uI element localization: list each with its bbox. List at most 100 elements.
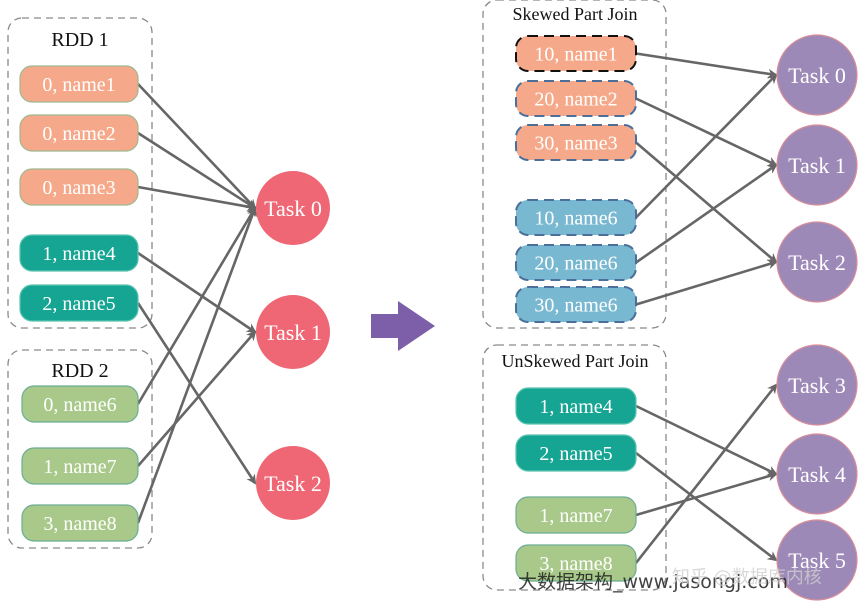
record-pill-shape (21, 447, 139, 485)
record-label: 10, name6 (534, 208, 617, 230)
edge-arrow (136, 302, 257, 485)
unskewed-group-box (482, 344, 667, 591)
edge-arrow (137, 131, 257, 210)
record-pill-shape (515, 387, 637, 425)
record-pill: 0, name3 (19, 168, 139, 206)
record-pill-shape (21, 504, 139, 542)
task-circle (256, 446, 330, 520)
record-pill: 1, name7 (21, 447, 139, 485)
record-pill-shape (515, 286, 637, 323)
task-node: Task 0 (256, 171, 330, 245)
record-label: 30, name6 (534, 295, 617, 317)
record-label: 0, name3 (42, 177, 115, 199)
edge-arrow (634, 383, 778, 564)
rdd1-group-box (7, 17, 153, 329)
record-pill: 10, name6 (515, 199, 637, 236)
edge-arrow (635, 97, 778, 167)
record-label: 1, name7 (539, 505, 612, 527)
task-node: Task 1 (776, 124, 858, 206)
task-label: Task 5 (788, 548, 846, 573)
task-label: Task 1 (788, 153, 846, 178)
task-circle (256, 295, 330, 369)
record-pill: 10, name1 (515, 35, 637, 72)
task-label: Task 4 (788, 462, 846, 487)
task-label: Task 0 (788, 63, 846, 88)
edge-arrow (635, 73, 778, 219)
edges-layer (136, 52, 778, 564)
record-label: 3, name8 (539, 553, 612, 575)
edge-arrow (635, 471, 778, 517)
edge-arrow (137, 83, 257, 210)
record-pill-shape (19, 65, 139, 103)
task-circle (776, 34, 858, 116)
right-arrow-icon (371, 301, 435, 351)
record-pill: 1, name4 (19, 234, 139, 272)
edge-arrow (635, 52, 778, 79)
record-pill-shape (515, 434, 637, 472)
record-pill: 0, name1 (19, 65, 139, 103)
record-pill: 3, name8 (515, 544, 637, 582)
task-label: Task 1 (264, 320, 322, 345)
skewed-title: Skewed Part Join (513, 4, 638, 24)
task-node: Task 2 (776, 221, 858, 303)
record-pill-shape (21, 385, 139, 423)
task-label: Task 2 (788, 250, 846, 275)
edge-arrow (635, 451, 778, 562)
skewed-group-box (482, 0, 667, 329)
record-pill: 30, name6 (515, 286, 637, 323)
edge-arrow (136, 206, 257, 405)
edge-arrow (635, 141, 778, 264)
task-circle (776, 433, 858, 515)
record-label: 2, name5 (42, 293, 115, 315)
record-pill: 1, name7 (515, 496, 637, 534)
record-pill-shape (515, 544, 637, 582)
record-pill: 0, name2 (19, 114, 139, 152)
record-pill: 2, name5 (515, 434, 637, 472)
task-label: Task 0 (264, 196, 322, 221)
record-label: 2, name5 (539, 443, 612, 465)
record-label: 30, name3 (534, 133, 617, 155)
rdd2-title: RDD 2 (51, 360, 108, 382)
edge-arrow (136, 206, 257, 524)
edge-arrow (635, 404, 778, 476)
task-circle (776, 124, 858, 206)
task-node: Task 3 (776, 344, 858, 426)
record-label: 1, name4 (42, 243, 115, 265)
record-pill-shape (19, 234, 139, 272)
record-label: 1, name4 (539, 396, 612, 418)
record-pill-shape (515, 35, 637, 72)
task-node: Task 0 (776, 34, 858, 116)
record-label: 10, name1 (534, 44, 617, 66)
record-label: 0, name1 (42, 74, 115, 96)
record-pill-shape (19, 114, 139, 152)
edge-arrow (137, 185, 257, 212)
record-pill: 2, name5 (19, 284, 139, 322)
task-label: Task 2 (264, 471, 322, 496)
record-pill-shape (19, 168, 139, 206)
nodes-layer: 0, name1 0, name2 0, name3 1, name4 2, name5… (19, 34, 858, 601)
task-node: Task 2 (256, 446, 330, 520)
record-label: 0, name6 (43, 394, 116, 416)
watermark-site: 大数据架构_www.jasongj.com (518, 571, 788, 593)
record-pill: 1, name4 (515, 387, 637, 425)
record-pill-shape (515, 199, 637, 236)
record-pill: 20, name6 (515, 244, 637, 281)
record-pill-shape (515, 496, 637, 534)
record-pill-shape (515, 244, 637, 281)
record-label: 1, name7 (43, 456, 116, 478)
watermark-zhihu: 知乎 @数据库内核 (672, 567, 822, 588)
record-label: 20, name2 (534, 89, 617, 111)
record-label: 3, name8 (43, 513, 116, 535)
unskewed-title: UnSkewed Part Join (502, 351, 649, 371)
edge-arrow (137, 251, 257, 334)
task-circle (776, 519, 858, 601)
task-node: Task 1 (256, 295, 330, 369)
task-label: Task 3 (788, 373, 846, 398)
record-pill-shape (19, 284, 139, 322)
edge-arrow (635, 163, 778, 264)
record-label: 0, name2 (42, 123, 115, 145)
rdd1-title: RDD 1 (51, 29, 108, 51)
record-pill: 30, name3 (515, 124, 637, 161)
record-pill: 3, name8 (21, 504, 139, 542)
